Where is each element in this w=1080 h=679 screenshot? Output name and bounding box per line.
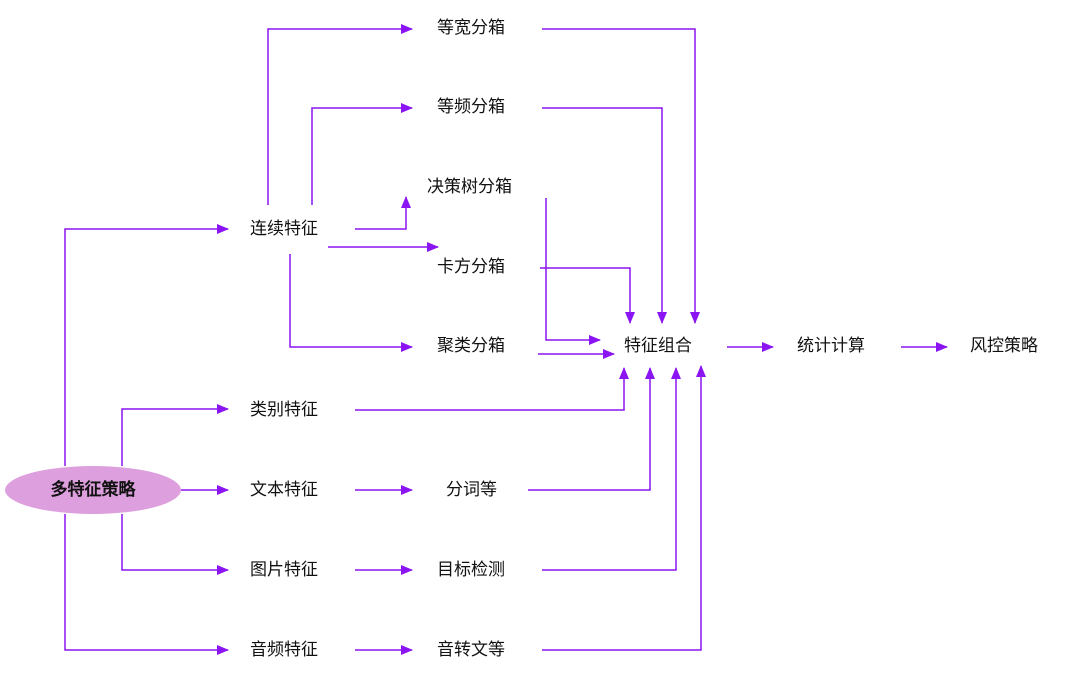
edge-speech-to-text-combination (542, 365, 706, 651)
feature-combination-label: 特征组合 (624, 336, 692, 356)
edge-equal-freq-combination (542, 107, 667, 324)
chi-square-binning-label: 卡方分箱 (437, 257, 505, 277)
edge-chi-square-combination (540, 267, 635, 324)
edge-decision-tree-combination (545, 198, 601, 345)
equal-frequency-binning-label: 等频分箱 (437, 97, 505, 117)
equal-width-binning-label: 等宽分箱 (437, 18, 505, 38)
text-feature-label: 文本特征 (250, 480, 318, 500)
object-detection-label: 目标检测 (437, 560, 505, 580)
edge-equal-width-combination (542, 28, 700, 324)
edge-continuous-clustering (289, 254, 413, 352)
edge-object-detection-combination (542, 367, 681, 571)
decision-tree-binning-label: 决策树分箱 (427, 177, 512, 197)
root-label: 多特征策略 (50, 480, 136, 500)
audio-feature-label: 音频特征 (250, 640, 318, 660)
categorical-feature-label: 类别特征 (250, 400, 318, 420)
tokenize-label: 分词等 (446, 480, 497, 500)
edge-categorical-combination (355, 367, 629, 411)
edge-continuous-equal-freq (311, 103, 413, 205)
edge-tokenize-combination (528, 367, 655, 491)
edge-continuous-equal-width (267, 24, 413, 205)
risk-control-strategy-label: 风控策略 (970, 336, 1038, 356)
edge-root-image (121, 514, 229, 575)
continuous-feature-label: 连续特征 (250, 219, 318, 239)
speech-to-text-label: 音转文等 (437, 640, 505, 660)
image-feature-label: 图片特征 (250, 560, 318, 580)
edge-continuous-decision-tree (355, 196, 411, 230)
edge-root-audio (64, 514, 229, 655)
statistical-calculation-label: 统计计算 (797, 336, 865, 356)
edge-root-continuous (64, 224, 229, 466)
root-node: 多特征策略 (5, 466, 181, 514)
clustering-binning-label: 聚类分箱 (437, 336, 505, 356)
edge-root-categorical (121, 404, 229, 466)
